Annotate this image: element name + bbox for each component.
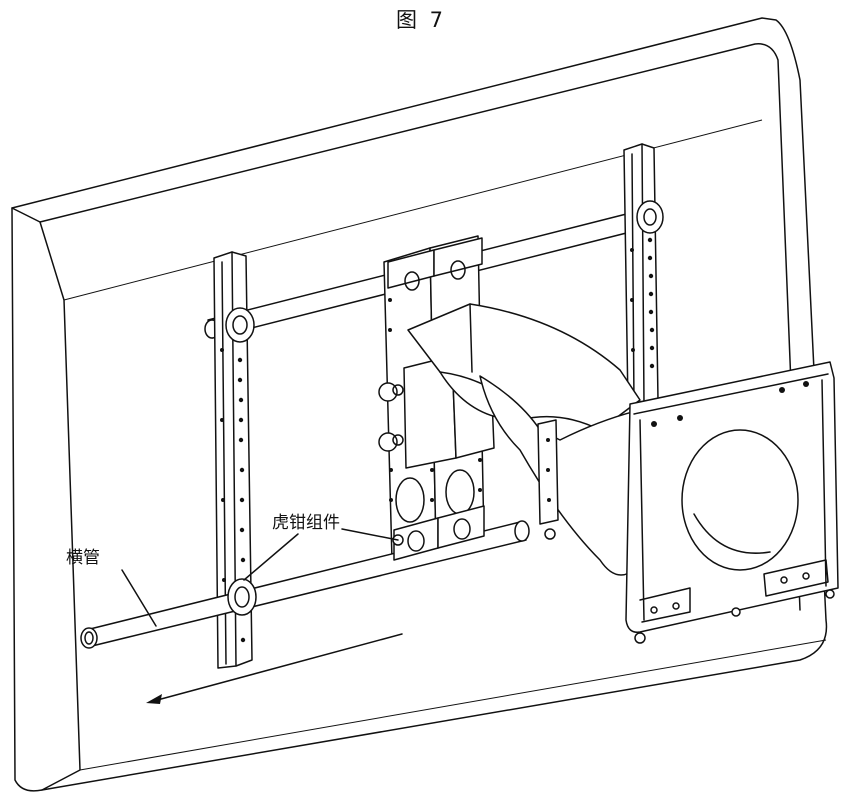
slide-direction-arrow xyxy=(146,633,403,704)
label-crossbar: 横管 xyxy=(66,548,100,568)
right-vertical-rail xyxy=(623,143,664,407)
figure-title: 图 7 xyxy=(395,8,447,32)
callout-leaders xyxy=(121,528,399,627)
label-clamp-assembly: 虎钳组件 xyxy=(272,513,340,533)
tv-interface-plate xyxy=(625,361,839,644)
lower-clamps xyxy=(227,505,485,616)
wall-plate-and-arm xyxy=(378,235,645,576)
